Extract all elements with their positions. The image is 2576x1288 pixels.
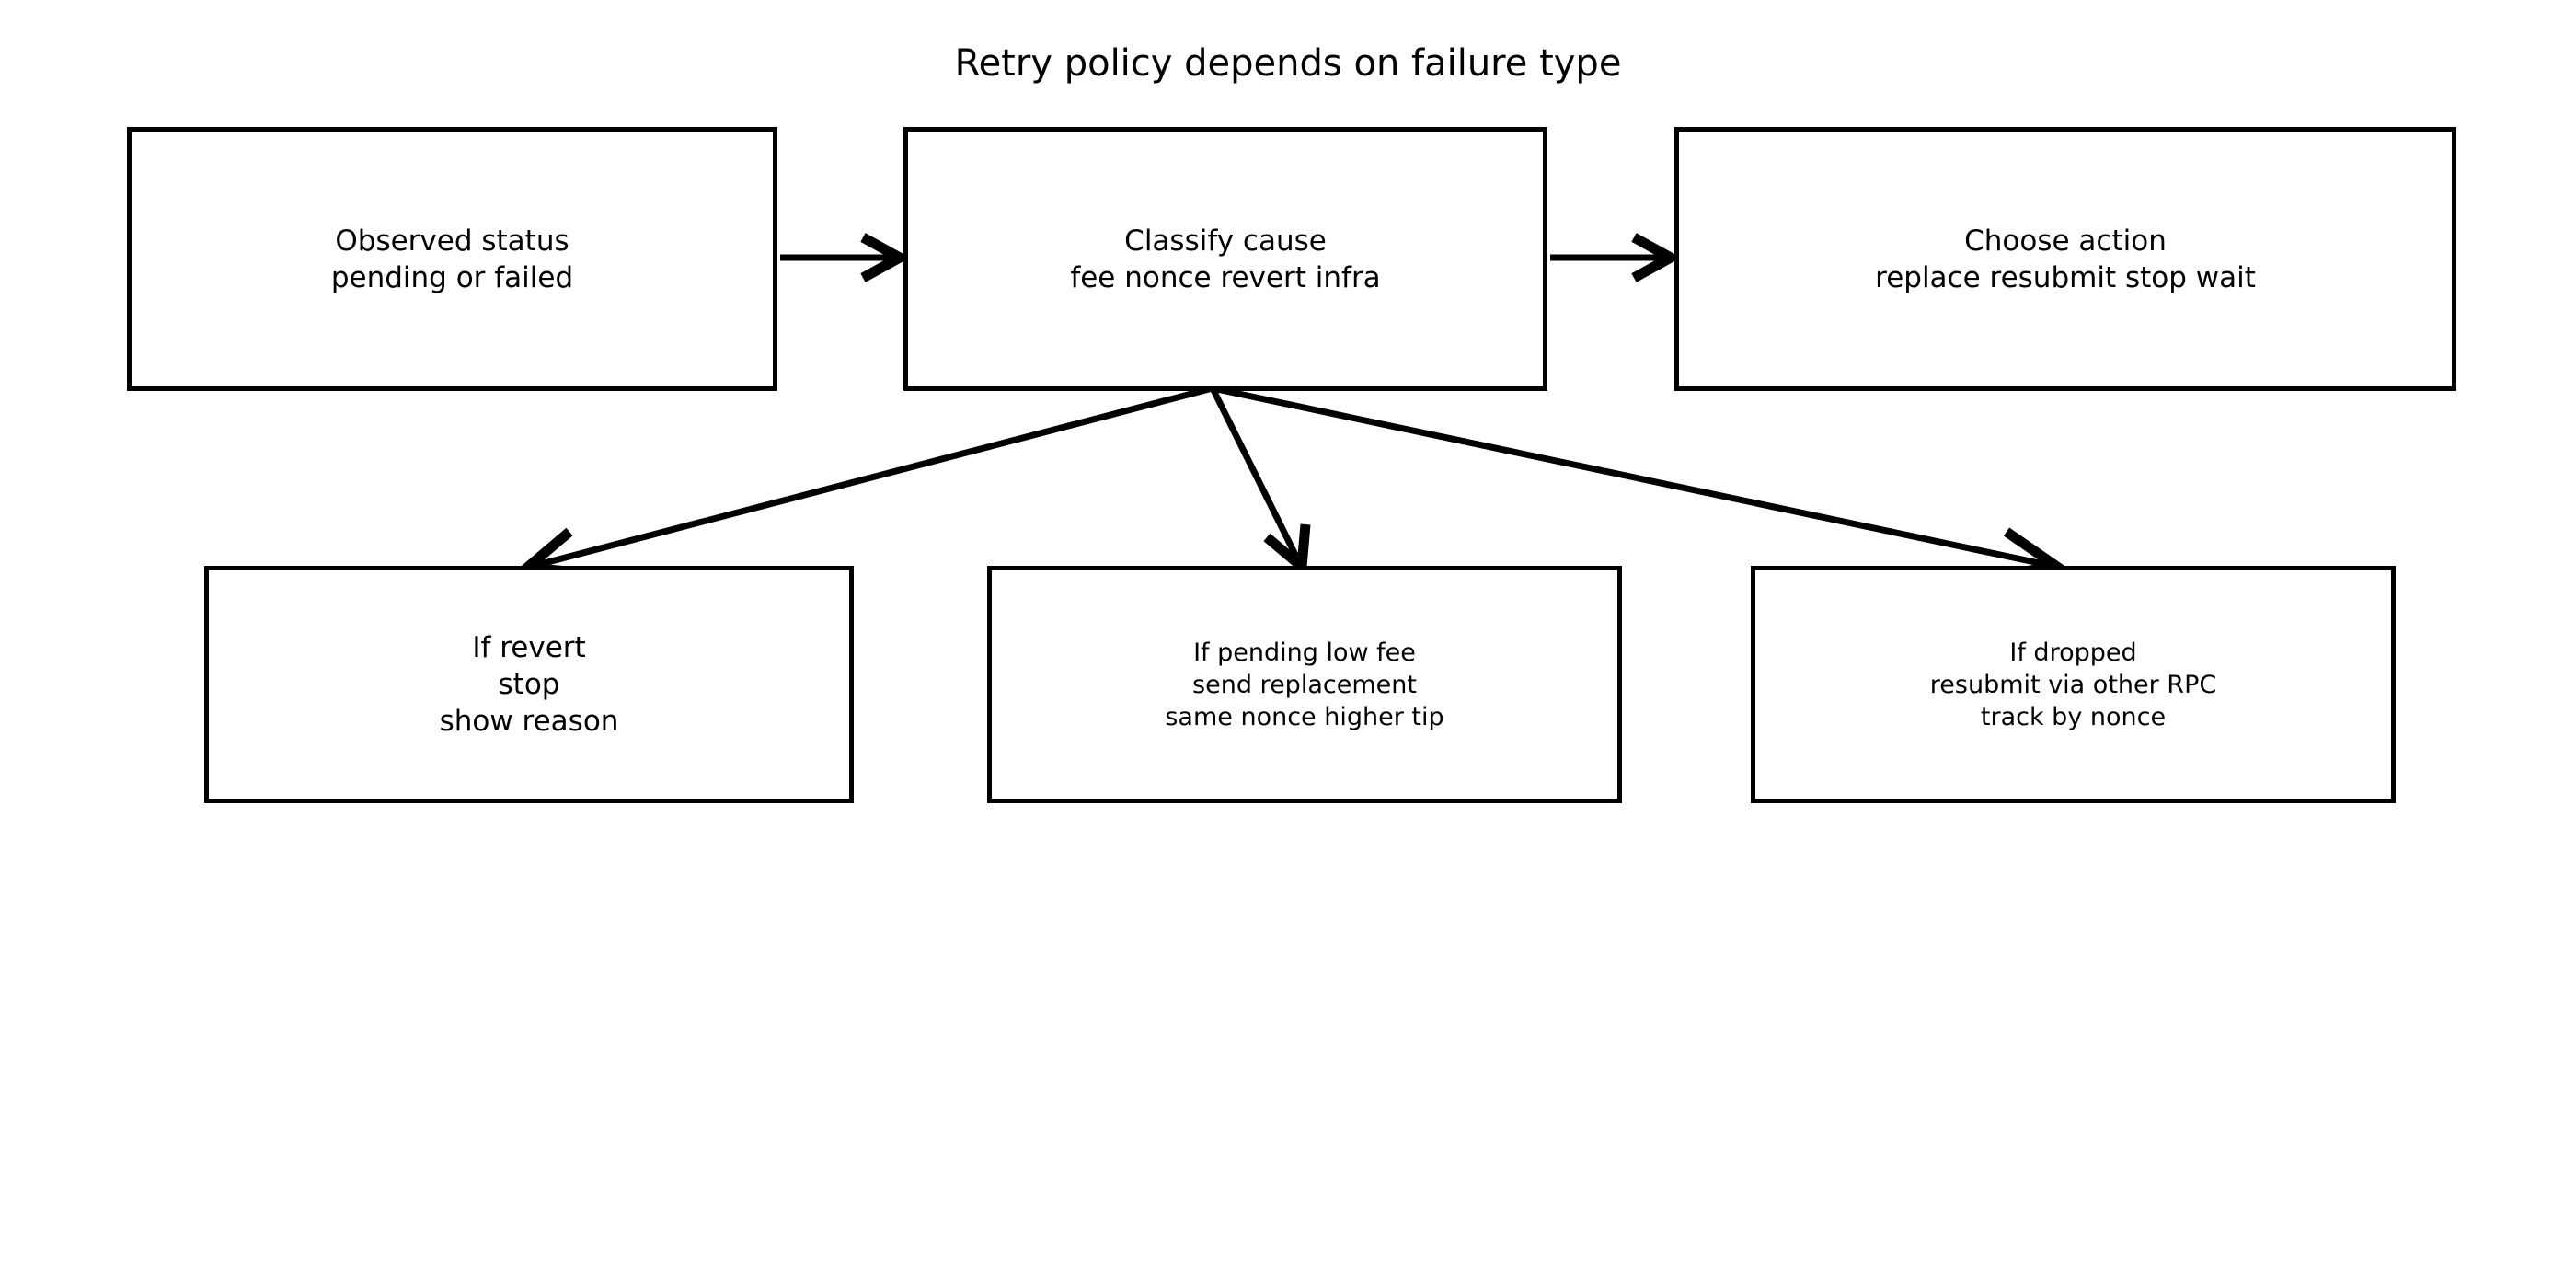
node-classify-cause-label: Classify cause fee nonce revert infra xyxy=(1070,224,1381,294)
node-classify-cause[interactable]: Classify cause fee nonce revert infra xyxy=(903,127,1547,391)
diagram-title: Retry policy depends on failure type xyxy=(954,42,1622,85)
edge-classify-cause-to-if-pending-low-fee xyxy=(1209,386,1311,578)
node-if-dropped-label: If dropped resubmit via other RPC track … xyxy=(1929,638,2217,731)
node-if-revert[interactable]: If revert stop show reason xyxy=(204,566,854,803)
node-observed-status[interactable]: Observed status pending or failed xyxy=(127,127,777,391)
edge-classify-cause-to-choose-action xyxy=(1550,233,1682,282)
node-choose-action[interactable]: Choose action replace resubmit stop wait xyxy=(1674,127,2456,391)
node-choose-action-label: Choose action replace resubmit stop wait xyxy=(1875,224,2256,294)
edge-classify-cause-to-if-dropped xyxy=(1212,385,2071,579)
edge-observed-status-to-classify-cause xyxy=(780,233,911,282)
node-if-pending-low-fee-label: If pending low fee send replacement same… xyxy=(1165,638,1444,731)
node-if-dropped[interactable]: If dropped resubmit via other RPC track … xyxy=(1751,566,2396,803)
node-if-pending-low-fee[interactable]: If pending low fee send replacement same… xyxy=(987,566,1622,803)
edge-classify-cause-to-if-revert xyxy=(514,385,1213,578)
node-observed-status-label: Observed status pending or failed xyxy=(330,224,574,294)
node-if-revert-label: If revert stop show reason xyxy=(439,631,619,738)
